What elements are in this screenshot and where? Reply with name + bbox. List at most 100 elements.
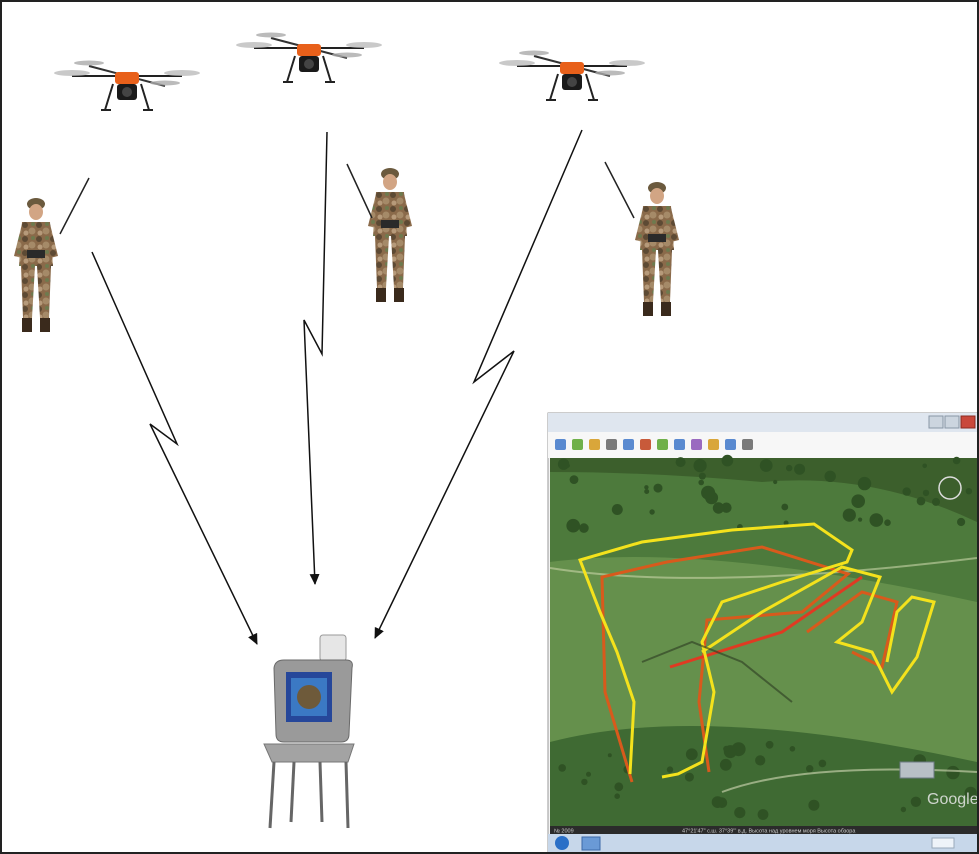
tree-cluster <box>711 796 724 808</box>
tree-cluster <box>806 765 814 773</box>
taskbar-app-icon[interactable] <box>581 836 601 851</box>
toolbar-icon[interactable] <box>606 439 617 450</box>
tree-cluster <box>794 463 806 475</box>
tree-cluster <box>721 502 732 513</box>
tree-cluster <box>755 755 766 766</box>
toolbar-icon[interactable] <box>725 439 736 450</box>
toolbar-icon[interactable] <box>691 439 702 450</box>
statusbar-left: № 2009 <box>554 829 574 835</box>
tree-cluster <box>644 489 650 494</box>
tree-cluster <box>922 489 930 497</box>
tree-cluster <box>666 766 674 773</box>
tree-cluster <box>685 748 698 761</box>
tree-cluster <box>818 759 827 768</box>
tree-cluster <box>558 764 566 772</box>
tree-cluster <box>824 470 836 482</box>
tree-cluster <box>614 793 620 799</box>
tree-cluster <box>851 494 865 509</box>
tree-cluster <box>946 765 960 780</box>
title-bar <box>548 413 977 432</box>
tree-cluster <box>842 508 856 522</box>
start-icon[interactable] <box>555 836 569 850</box>
flight-track-orange-2 <box>806 590 899 670</box>
toolbar-icon[interactable] <box>742 439 753 450</box>
toolbar-icon[interactable] <box>555 439 566 450</box>
tree-cluster <box>786 464 793 472</box>
tree-cluster <box>952 456 961 465</box>
drone-icon <box>53 59 201 111</box>
tree-cluster <box>857 476 872 491</box>
toolbar-icon[interactable] <box>623 439 634 450</box>
tree-cluster <box>789 746 796 752</box>
tree-cluster <box>557 458 570 470</box>
toolbar-icon[interactable] <box>674 439 685 450</box>
drone-icon <box>498 49 646 101</box>
flight-track-yellow-2 <box>701 565 936 695</box>
tree-cluster <box>586 771 591 777</box>
flight-track-orange <box>600 545 852 783</box>
drone-icon <box>235 31 383 83</box>
tree-cluster <box>757 809 769 820</box>
tree-cluster <box>719 758 732 771</box>
tray-icon <box>931 837 955 849</box>
tree-cluster <box>759 459 773 472</box>
toolbar-icon[interactable] <box>589 439 600 450</box>
tree-cluster <box>957 517 966 527</box>
tree-cluster <box>723 745 730 753</box>
taskbar <box>548 834 977 852</box>
antenna <box>604 161 635 219</box>
toolbar-icon[interactable] <box>572 439 583 450</box>
toolbar-icon[interactable] <box>640 439 651 450</box>
tree-cluster <box>783 520 789 526</box>
tree-cluster <box>701 485 716 500</box>
building <box>899 761 935 779</box>
tree-cluster <box>579 523 589 533</box>
tree-cluster <box>607 753 612 758</box>
tree-cluster <box>698 479 704 486</box>
tree-cluster <box>773 479 778 485</box>
tree-cluster <box>644 485 649 490</box>
tree-cluster <box>902 487 911 496</box>
toolbar <box>548 432 977 458</box>
statusbar-coords: 47°21'47" с.ш. 37°39'" в.д. Высота над у… <box>682 829 856 835</box>
radio-link-arrow <box>374 129 583 639</box>
tree-cluster <box>869 513 884 527</box>
tree-cluster <box>965 488 973 495</box>
map-statusbar <box>550 826 977 834</box>
tree-cluster <box>693 459 707 473</box>
tree-cluster <box>932 497 940 506</box>
tree-cluster <box>569 475 579 484</box>
antenna <box>346 163 373 219</box>
tree-cluster <box>675 457 686 468</box>
toolbar-icon[interactable] <box>657 439 668 450</box>
ground-control-station-icon <box>263 634 355 829</box>
tree-cluster <box>684 772 694 782</box>
map-watermark: Google <box>927 791 977 808</box>
soldier-operator-icon <box>635 182 679 316</box>
tree-cluster <box>649 509 655 515</box>
tree-cluster <box>653 483 663 493</box>
flight-track-red <box>669 575 863 669</box>
map-window: Google № 2009 47°21'47" с.ш. 37°39'" в.д… <box>547 412 977 852</box>
tree-cluster <box>884 519 891 526</box>
radio-link-arrow <box>91 251 258 645</box>
tree-cluster <box>858 517 863 522</box>
radio-link-arrow <box>303 131 328 585</box>
compass-icon[interactable] <box>938 476 962 500</box>
tree-cluster <box>765 740 774 749</box>
tree-cluster <box>916 496 926 506</box>
maximize-icon[interactable] <box>944 415 960 429</box>
tree-cluster <box>910 796 922 807</box>
toolbar-icon[interactable] <box>708 439 719 450</box>
soldier-operator-icon <box>14 198 58 332</box>
close-icon[interactable] <box>960 415 976 429</box>
tree-cluster <box>611 504 623 515</box>
antenna <box>59 177 90 235</box>
tree-cluster <box>922 463 927 469</box>
tree-cluster <box>808 799 820 811</box>
minimize-icon[interactable] <box>928 415 944 429</box>
tree-cluster <box>581 778 588 786</box>
tree-cluster <box>734 807 746 819</box>
